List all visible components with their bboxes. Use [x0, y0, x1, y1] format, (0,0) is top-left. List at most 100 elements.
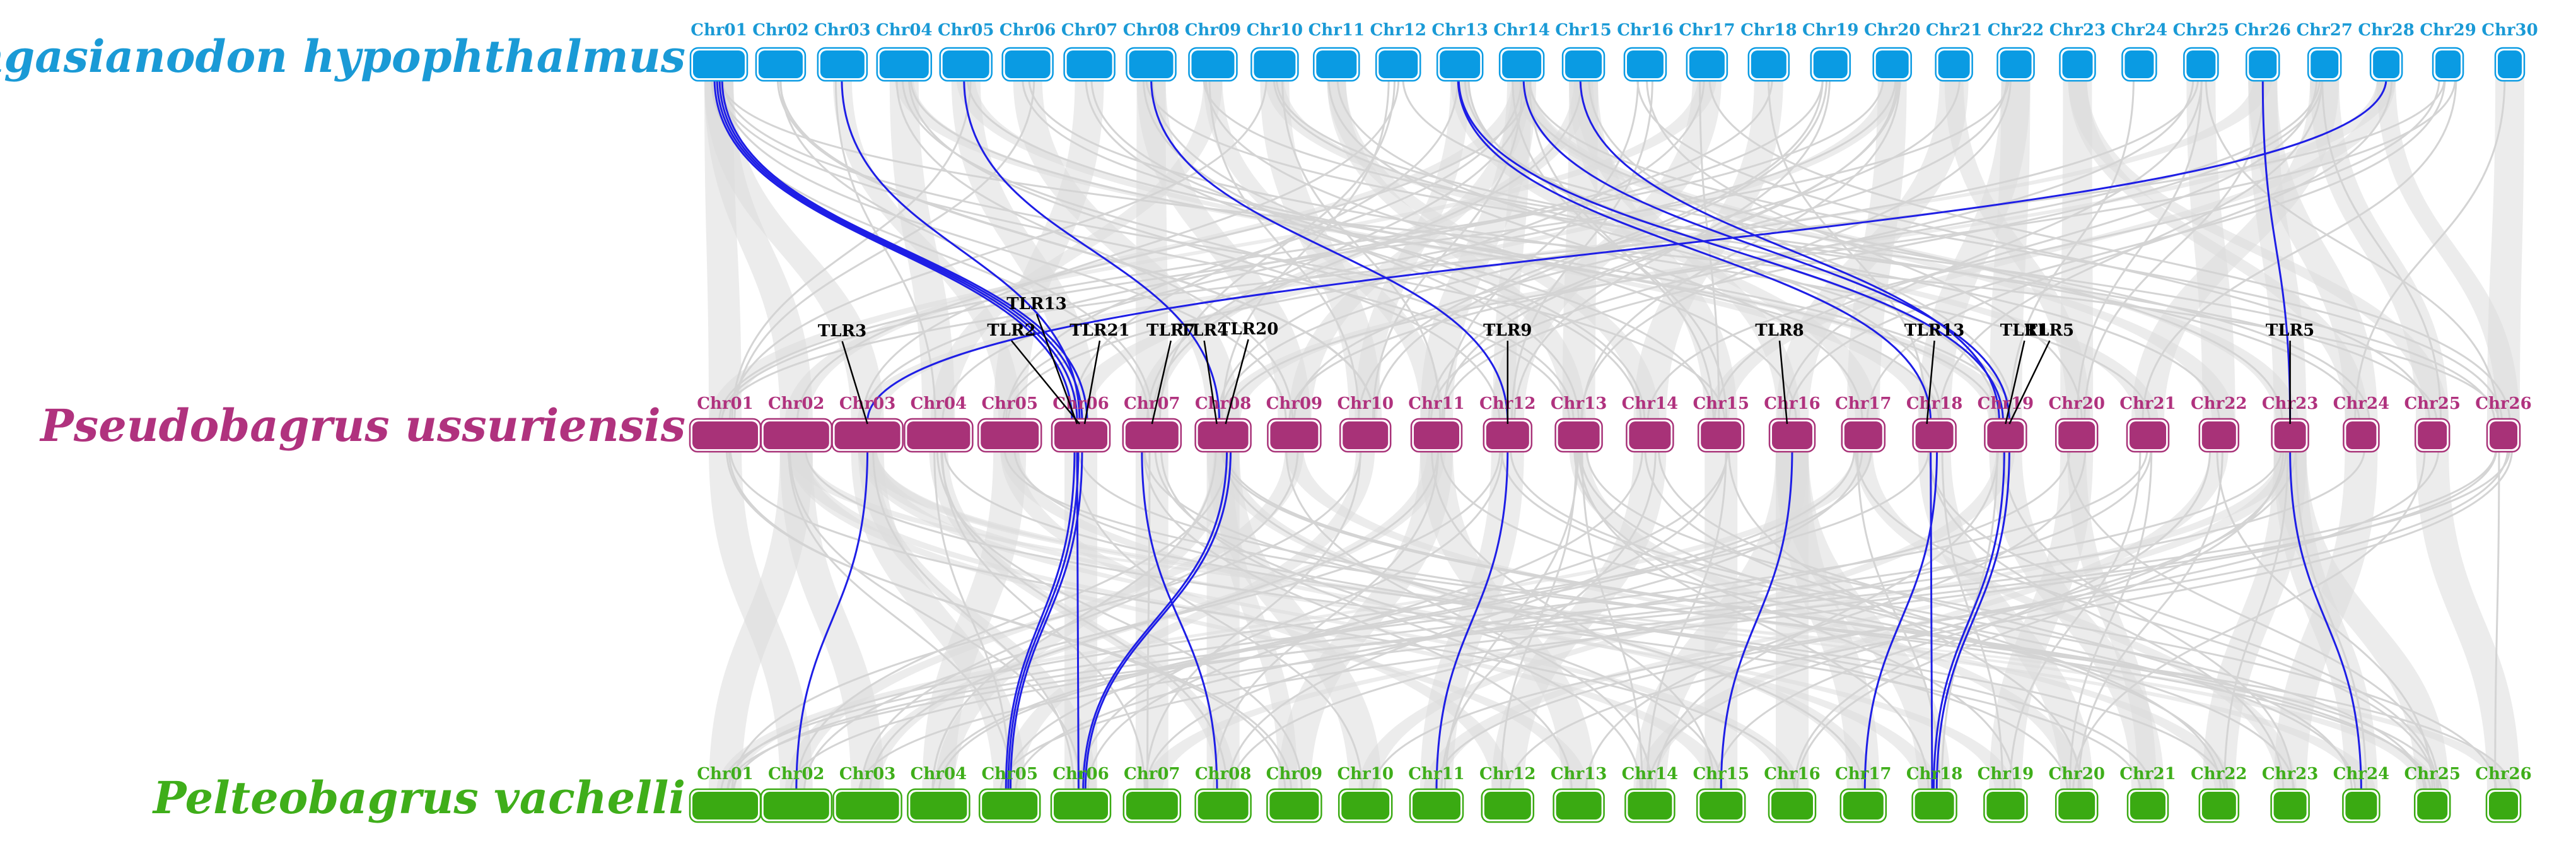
chromosome-block — [1502, 50, 1542, 78]
chromosome-block — [1005, 50, 1051, 78]
tlr-label-leader — [1011, 340, 1080, 425]
chromosome-label: Chr12 — [1370, 21, 1426, 40]
chromosome-block — [834, 421, 900, 449]
chromosome-label: Chr05 — [938, 21, 994, 40]
chromosome-block — [1198, 792, 1249, 820]
synteny-band-mid-bot — [786, 449, 1589, 792]
tlr-gene-label: TLR3 — [818, 322, 866, 341]
chromosome-label: Chr26 — [2475, 765, 2531, 784]
chromosome-label: Chr08 — [1195, 394, 1251, 413]
chromosome-label: Chr01 — [697, 394, 753, 413]
synteny-line-mid-bot — [1510, 449, 2425, 792]
chromosome-label: Chr19 — [1802, 21, 1858, 40]
tlr-link — [1005, 449, 1076, 792]
chromosome-block — [1316, 50, 1357, 78]
tlr-link — [1522, 78, 2010, 422]
chromosome-block — [1915, 792, 1954, 820]
synteny-line-mid-bot — [933, 449, 1011, 792]
chromosome-label: Chr24 — [2333, 394, 2389, 413]
chromosome-block — [2346, 421, 2377, 449]
synteny-line-top-mid — [1708, 78, 2511, 422]
tlr-link — [866, 78, 2387, 422]
chromosome-block — [1629, 421, 1671, 449]
synteny-line-top-mid — [2142, 78, 2457, 422]
synteny-line-mid-bot — [2072, 449, 2426, 792]
chromosome-block — [1341, 792, 1390, 820]
chromosome-block — [1191, 50, 1235, 78]
tlr-gene-label: TLR1 — [2000, 321, 2049, 340]
chromosome-block — [2249, 50, 2277, 78]
chromosome-label: Chr05 — [981, 394, 1037, 413]
tlr-label-leader — [2005, 340, 2025, 425]
chromosome-label: Chr02 — [768, 394, 824, 413]
synteny-line-top-mid — [796, 78, 1532, 422]
chromosome-label: Chr02 — [752, 21, 808, 40]
chromosome-block — [1378, 50, 1418, 78]
chromosome-label: Chr14 — [1622, 394, 1678, 413]
tlr-link — [1082, 449, 1228, 792]
tlr-link — [1435, 449, 1509, 792]
chromosome-block — [1269, 792, 1319, 820]
chromosome-label: Chr14 — [1622, 765, 1678, 784]
chromosome-block — [1843, 792, 1884, 820]
synteny-line-top-mid — [721, 78, 2010, 422]
chromosome-block — [1986, 792, 2025, 820]
synteny-line-top-mid — [1646, 78, 2440, 422]
chromosome-label: Chr12 — [1479, 765, 1536, 784]
tlr-link — [1932, 449, 2005, 792]
synteny-line-top-mid — [720, 78, 2446, 422]
synteny-band-top-mid — [1574, 78, 1800, 421]
synteny-line-mid-bot — [1500, 449, 2357, 792]
chromosome-label: Chr04 — [911, 394, 967, 413]
chromosome-label: Chr21 — [2119, 765, 2176, 784]
chromosome-label: Chr26 — [2475, 394, 2531, 413]
chromosome-block — [2058, 421, 2095, 449]
synteny-line-mid-bot — [1013, 449, 2153, 792]
chromosome-block — [692, 421, 758, 449]
chromosome-label: Chr03 — [814, 21, 870, 40]
chromosome-label: Chr21 — [2119, 394, 2176, 413]
species-label-top: Pangasianodon hypophthalmus — [0, 30, 685, 83]
tlr-gene-label: TLR9 — [1483, 321, 1532, 340]
chromosome-block — [2124, 50, 2154, 78]
synteny-line-mid-bot — [788, 449, 1082, 792]
synteny-line-top-mid — [718, 78, 1884, 422]
synteny-line-top-mid — [1519, 78, 2283, 422]
chromosome-block — [1126, 792, 1178, 820]
synteny-line-top-mid — [1146, 78, 1529, 422]
synteny-band-mid-bot — [786, 449, 2515, 792]
chromosome-label: Chr13 — [1551, 394, 1607, 413]
chromosome-block — [1054, 421, 1107, 449]
synteny-line-top-mid — [1151, 78, 1646, 422]
tlr-link — [1150, 78, 1509, 422]
synteny-line-top-mid — [1699, 78, 1720, 422]
tlr-gene-label: TLR5 — [2025, 321, 2074, 340]
tlr-gene-label: TLR20 — [1218, 320, 1278, 339]
chromosome-block — [758, 50, 803, 78]
tlr-collinear-links — [713, 78, 2387, 792]
chromosome-block — [2130, 792, 2165, 820]
chromosome-block — [1440, 50, 1481, 78]
chromosome-block — [2201, 792, 2236, 820]
tlr-label-leader — [841, 341, 868, 425]
chromosome-label: Chr06 — [1052, 394, 1109, 413]
synteny-line-mid-bot — [726, 449, 1930, 792]
synteny-band-top-mid — [1706, 78, 2396, 421]
chromosome-label: Chr18 — [1740, 21, 1797, 40]
tlr-link — [1720, 449, 1793, 792]
tlr-link — [1930, 449, 1933, 792]
synteny-line-mid-bot — [1160, 449, 1642, 792]
tlr-link — [716, 78, 1078, 422]
synteny-line-top-mid — [1581, 78, 1901, 422]
synteny-line-mid-bot — [1508, 449, 2514, 792]
synteny-line-mid-bot — [795, 449, 1230, 792]
tlr-gene-label: TLR21 — [1069, 321, 1129, 340]
synteny-line-mid-bot — [1796, 449, 2285, 792]
synteny-line-top-mid — [733, 78, 1035, 422]
synteny-line-top-mid — [1293, 78, 2008, 422]
chromosome-block — [1915, 421, 1954, 449]
synteny-line-top-mid — [941, 78, 1773, 422]
